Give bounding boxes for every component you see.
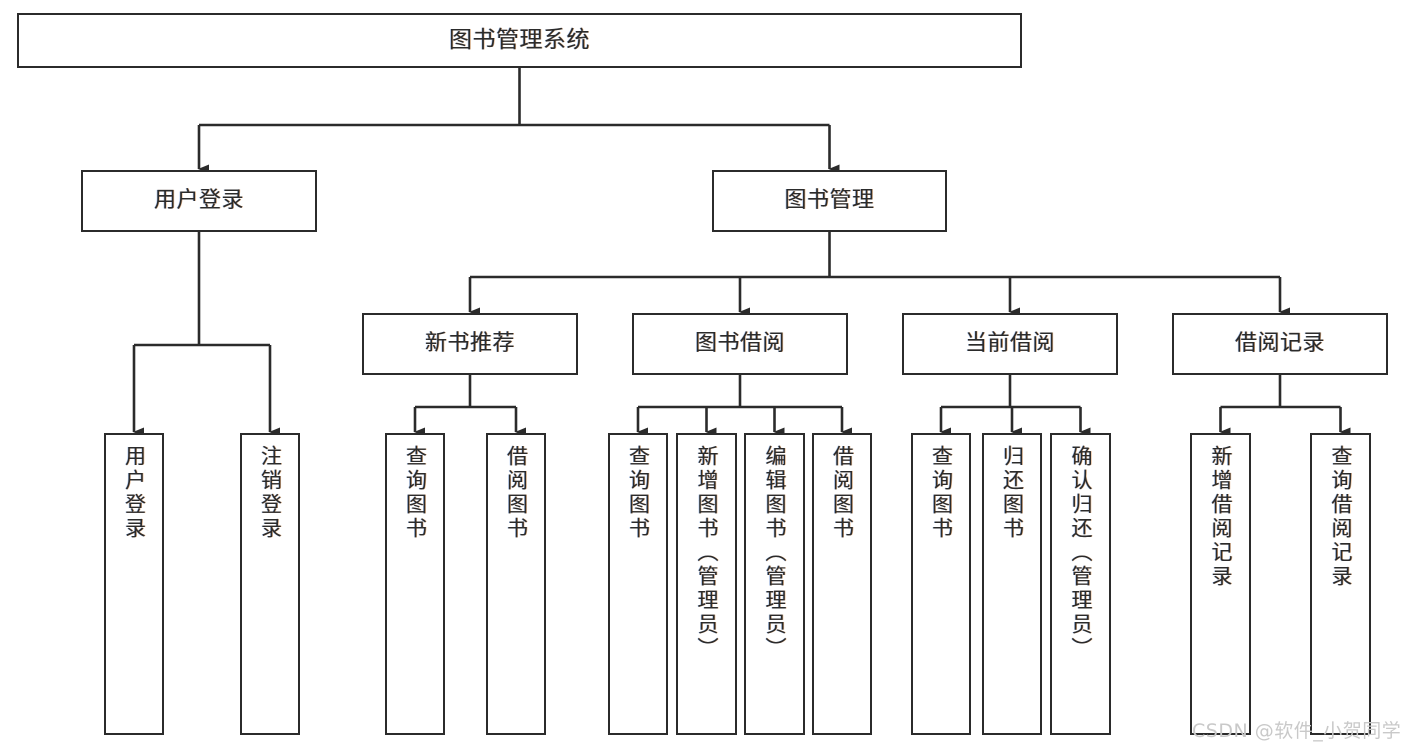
node-label: 新增图书（管理员） xyxy=(695,445,719,661)
leaf-confirm-return-admin[interactable]: 确认归还（管理员） xyxy=(1050,433,1111,735)
node-label: 查询借阅记录 xyxy=(1329,445,1353,589)
node-book-borrow[interactable]: 图书借阅 xyxy=(632,313,848,375)
node-label: 图书管理系统 xyxy=(449,27,590,54)
node-label: 编辑图书（管理员） xyxy=(763,445,787,661)
leaf-borrow-book-borrow[interactable]: 借阅图书 xyxy=(812,433,872,735)
node-new-book-recommend[interactable]: 新书推荐 xyxy=(362,313,578,375)
node-label: 借阅图书 xyxy=(504,445,529,541)
node-label: 查询图书 xyxy=(929,445,954,541)
node-label: 新书推荐 xyxy=(424,331,515,357)
node-label: 用户登录 xyxy=(153,188,244,214)
node-label: 查询图书 xyxy=(626,445,651,541)
node-label: 当前借阅 xyxy=(964,331,1055,357)
leaf-query-book-recommend[interactable]: 查询图书 xyxy=(385,433,445,735)
node-label: 注销登录 xyxy=(258,445,283,541)
node-root-system[interactable]: 图书管理系统 xyxy=(17,13,1022,68)
node-label: 归还图书 xyxy=(1000,445,1025,541)
node-label: 查询图书 xyxy=(403,445,428,541)
node-label: 图书管理 xyxy=(784,188,875,214)
leaf-query-borrow-record[interactable]: 查询借阅记录 xyxy=(1310,433,1371,735)
leaf-user-login[interactable]: 用户登录 xyxy=(104,433,164,735)
leaf-query-book-current[interactable]: 查询图书 xyxy=(911,433,971,735)
node-user-login[interactable]: 用户登录 xyxy=(81,170,317,232)
node-label: 确认归还（管理员） xyxy=(1069,445,1093,661)
leaf-edit-book-admin[interactable]: 编辑图书（管理员） xyxy=(744,433,805,735)
node-label: 图书借阅 xyxy=(694,331,785,357)
leaf-add-book-admin[interactable]: 新增图书（管理员） xyxy=(676,433,737,735)
node-label: 新增借阅记录 xyxy=(1209,445,1233,589)
node-label: 借阅图书 xyxy=(830,445,855,541)
leaf-return-book[interactable]: 归还图书 xyxy=(982,433,1042,735)
node-book-management[interactable]: 图书管理 xyxy=(712,170,947,232)
csdn-watermark: CSDN @软件_小贺同学 xyxy=(1192,720,1402,742)
leaf-query-book-borrow[interactable]: 查询图书 xyxy=(608,433,668,735)
node-label: 用户登录 xyxy=(122,445,147,541)
leaf-logout[interactable]: 注销登录 xyxy=(240,433,300,735)
leaf-borrow-book-recommend[interactable]: 借阅图书 xyxy=(486,433,546,735)
node-borrow-record[interactable]: 借阅记录 xyxy=(1172,313,1388,375)
node-current-borrow[interactable]: 当前借阅 xyxy=(902,313,1118,375)
leaf-add-borrow-record[interactable]: 新增借阅记录 xyxy=(1190,433,1251,735)
node-label: 借阅记录 xyxy=(1234,331,1325,357)
